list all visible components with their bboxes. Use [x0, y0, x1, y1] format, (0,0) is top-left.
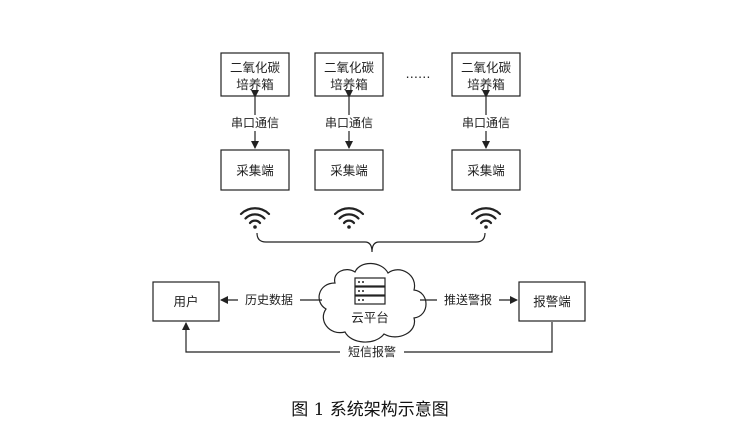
user-label: 用户: [173, 294, 198, 309]
collector-3-label: 采集端: [467, 163, 505, 178]
alarm-node: 报警端: [518, 281, 586, 322]
incubator-2-line2: 培养箱: [330, 77, 368, 92]
collector-1: 采集端: [220, 149, 290, 191]
incubator-1-line2: 培养箱: [236, 77, 274, 92]
collector-3: 采集端: [451, 149, 521, 191]
incubator-2-line1: 二氧化碳: [324, 60, 375, 75]
push-label: 推送警报: [444, 292, 492, 307]
wifi-icon: [470, 207, 502, 229]
cloud-label: 云平台: [351, 310, 389, 325]
incubator-3-line1: 二氧化碳: [461, 60, 512, 75]
collector-1-label: 采集端: [236, 163, 274, 178]
wifi-icon: [239, 207, 271, 229]
serial-label-1: 串口通信: [231, 116, 279, 130]
collector-2-label: 采集端: [330, 163, 368, 178]
server-icon: [354, 277, 386, 305]
history-label: 历史数据: [245, 292, 293, 307]
collector-2: 采集端: [314, 149, 384, 191]
serial-label-2: 串口通信: [325, 116, 373, 130]
sms-label: 短信报警: [348, 344, 396, 359]
incubator-3-line2: 培养箱: [467, 77, 505, 92]
figure-caption: 图 1 系统架构示意图: [291, 400, 449, 420]
grouping-brace: [256, 232, 486, 253]
incubator-1-line1: 二氧化碳: [230, 60, 281, 75]
serial-label-3: 串口通信: [462, 116, 510, 130]
incubator-3: 二氧化碳 培养箱: [451, 52, 521, 97]
wifi-icon: [333, 207, 365, 229]
incubator-1: 二氧化碳 培养箱: [220, 52, 290, 97]
ellipsis: ……: [406, 66, 431, 81]
incubator-2: 二氧化碳 培养箱: [314, 52, 384, 97]
user-node: 用户: [152, 281, 220, 322]
alarm-label: 报警端: [533, 294, 571, 309]
